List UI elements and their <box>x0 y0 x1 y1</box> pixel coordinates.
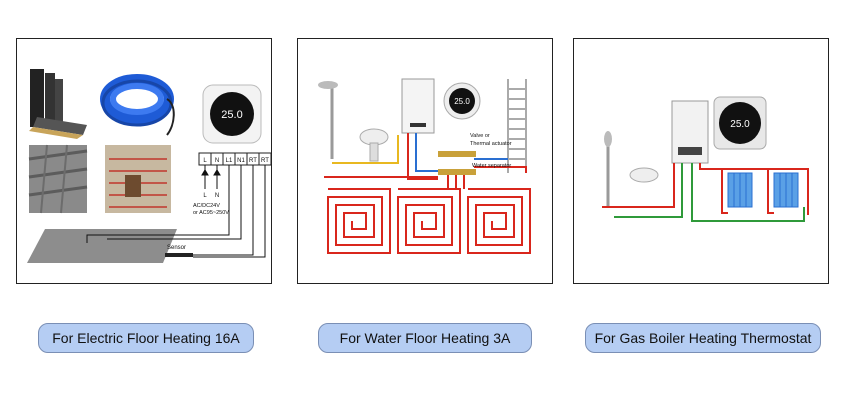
terminal-label: RT <box>249 158 257 164</box>
radiator-icon <box>727 172 753 208</box>
supply-pipes <box>324 133 527 180</box>
thermostat-display: 25.0 <box>221 109 242 121</box>
towel-radiator-icon <box>507 79 527 173</box>
boiler-icon <box>401 78 435 134</box>
gas-boiler-heating-illustration: 25.0 <box>602 96 809 222</box>
shower-icon <box>604 131 612 207</box>
sensor-label: Sensor <box>167 245 186 251</box>
terminal-label: L1 <box>226 158 233 164</box>
terminal-label: L <box>203 158 207 164</box>
water-floor-heating-diagram: 25.0 Valve or Thermal actuator Water sep <box>297 38 553 284</box>
electric-floor-heating-illustration: Sensor 25.0 L N L1 N1 RT RT <box>27 69 271 263</box>
actuator-label: Thermal actuator <box>470 141 512 147</box>
boiler-icon <box>671 100 709 164</box>
separator-label: Water separator <box>472 163 511 169</box>
caption-electric-floor-heating: For Electric Floor Heating 16A <box>38 323 254 353</box>
caption-water-floor-heating: For Water Floor Heating 3A <box>318 323 532 353</box>
thermostat: 25.0 <box>443 82 481 120</box>
voltage-label: or AC95~250V <box>193 210 229 216</box>
sink-icon <box>359 128 389 162</box>
electric-floor-heating-diagram: Sensor 25.0 L N L1 N1 RT RT <box>16 38 272 284</box>
thermostat: 25.0 <box>713 96 767 150</box>
heating-pipes <box>602 163 809 222</box>
terminal-block: L N L1 N1 RT RT <box>198 152 271 166</box>
heating-cable-coil <box>100 74 175 136</box>
floor-loops <box>327 175 531 254</box>
cable-floor-photo <box>105 145 171 213</box>
wiring <box>86 165 266 258</box>
wire-label-n: N <box>215 193 219 199</box>
thermostat-display: 25.0 <box>454 97 470 106</box>
terminal-label: N1 <box>237 158 245 164</box>
shower-icon <box>318 81 338 159</box>
thermostat: 25.0 <box>202 84 262 144</box>
water-separator-manifold <box>438 151 476 175</box>
terminal-label: N <box>215 158 219 164</box>
caption-gas-boiler-heating: For Gas Boiler Heating Thermostat <box>585 323 821 353</box>
water-floor-heating-illustration: 25.0 Valve or Thermal actuator Water sep <box>318 78 531 254</box>
sensor-probe <box>165 253 193 257</box>
voltage-label: AC/DC24V <box>193 203 220 209</box>
film-floor-photo <box>28 144 88 214</box>
valve-label: Valve or <box>470 133 490 139</box>
radiator-icon <box>773 172 799 208</box>
floor-slab <box>27 229 177 263</box>
terminal-label: RT <box>261 158 269 164</box>
heating-film-rolls <box>29 69 87 139</box>
sink-icon <box>629 167 659 183</box>
thermostat-display: 25.0 <box>730 119 750 130</box>
gas-boiler-heating-diagram: 25.0 <box>573 38 829 284</box>
wire-label-l: L <box>203 193 207 199</box>
